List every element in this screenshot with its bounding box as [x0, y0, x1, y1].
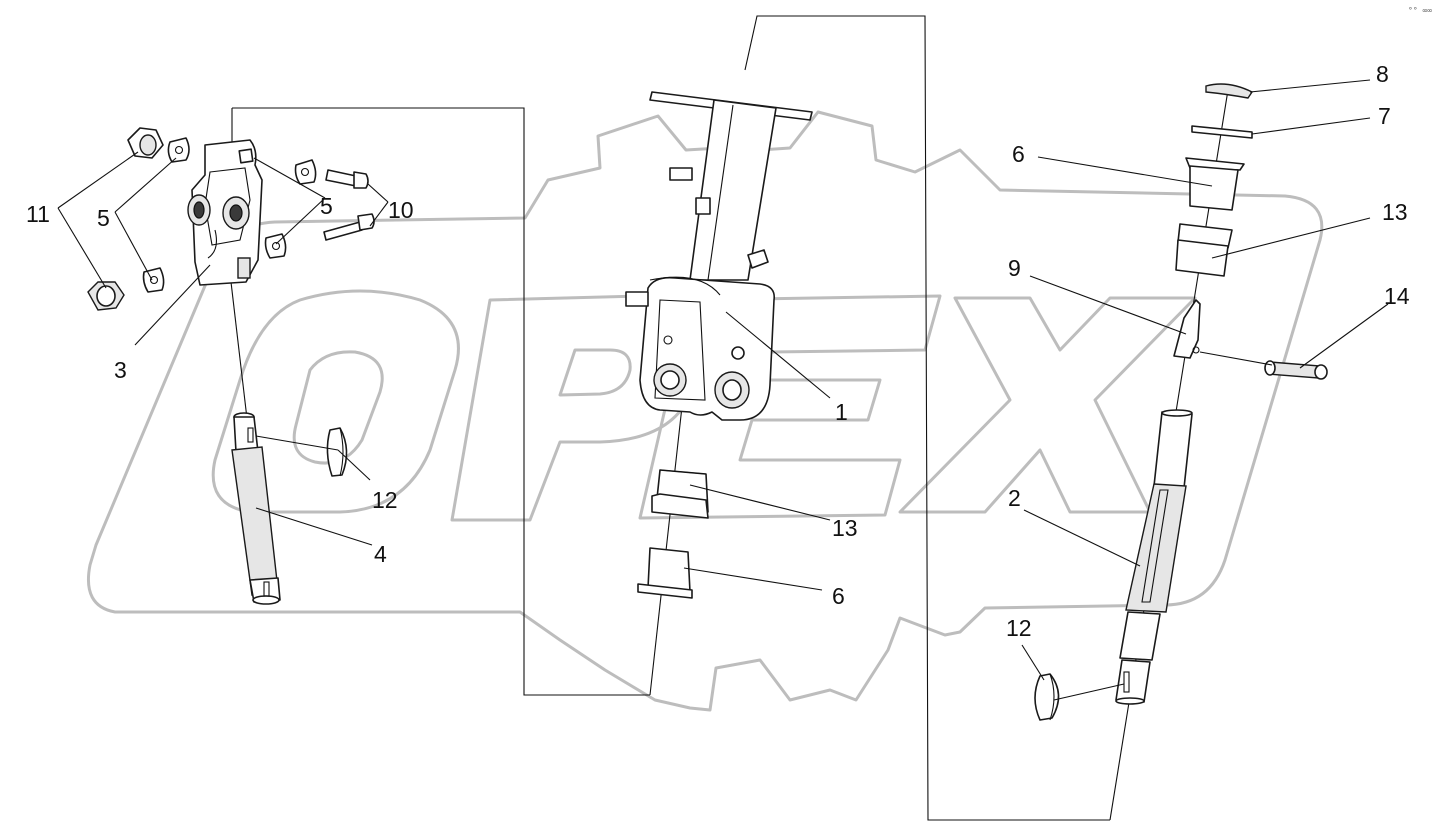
leader-4 — [255, 507, 373, 546]
universal-joint-3 — [187, 139, 263, 286]
callout-6-right: 6 — [1012, 141, 1025, 167]
callout-6-center: 6 — [832, 583, 845, 609]
column-tab-upper — [669, 167, 693, 181]
bushing-13-right — [1175, 223, 1233, 277]
callout-13-center: 13 — [832, 515, 858, 541]
corner-mark: °° ∞∞ — [1408, 6, 1432, 15]
washer-5-top — [167, 137, 190, 163]
watermark-letter-e — [638, 294, 942, 520]
nut-11-top — [127, 127, 164, 159]
leader-9 — [1029, 275, 1187, 335]
center-assembly — [625, 91, 813, 599]
bracket-1 — [625, 276, 776, 421]
callout-4: 4 — [374, 541, 387, 567]
callout-10: 10 — [388, 197, 414, 223]
leader-9-to-14 — [1199, 351, 1273, 366]
gear-outline — [86, 110, 1324, 712]
leader-11-lower — [57, 207, 107, 289]
left-assembly — [87, 127, 375, 605]
watermark-letter-o — [211, 289, 460, 514]
callout-13-right: 13 — [1382, 199, 1408, 225]
leader-12-right-b — [1053, 683, 1125, 701]
leader-5-right-b — [275, 197, 326, 245]
leader-12-right-a — [1021, 644, 1045, 681]
leader-14 — [1299, 303, 1389, 369]
shaft-2 — [1115, 409, 1193, 705]
callout-11: 11 — [26, 201, 50, 227]
callout-2: 2 — [1008, 485, 1021, 511]
washer-5-lower — [142, 267, 165, 293]
leader-2 — [1023, 509, 1141, 567]
bushing-6-center — [637, 547, 693, 599]
callout-12-left: 12 — [372, 487, 398, 513]
shaft-4 — [231, 412, 281, 605]
leader-8 — [1249, 79, 1371, 93]
bolt-10-lower — [323, 213, 375, 241]
nut-11-lower — [87, 281, 125, 311]
callout-1: 1 — [835, 399, 848, 425]
callout-14: 14 — [1384, 283, 1410, 309]
leader-10-top — [367, 183, 389, 203]
callout-12-right: 12 — [1006, 615, 1032, 641]
bolt-10-top — [325, 169, 369, 189]
callout-labels: 11 5 3 5 10 12 4 1 13 6 8 7 6 13 9 14 2 … — [26, 61, 1410, 641]
callout-5-right: 5 — [320, 193, 333, 219]
leader-6-right — [1037, 156, 1213, 187]
callout-3: 3 — [114, 357, 127, 383]
callout-8: 8 — [1376, 61, 1389, 87]
cap-8 — [1205, 83, 1254, 99]
pin-14 — [1264, 360, 1328, 380]
bushing-6-right — [1185, 157, 1245, 211]
washer-5-right — [294, 159, 317, 185]
bushing-13-center — [651, 469, 709, 519]
callout-5-left: 5 — [97, 205, 110, 231]
leader-12-left-b — [255, 435, 339, 451]
center-assembly-frame — [744, 15, 1110, 821]
lever-9 — [1173, 299, 1201, 359]
column-tube — [689, 99, 777, 281]
leader-12-left-a — [337, 449, 371, 481]
woodruff-key-12-left — [326, 427, 348, 477]
leader-10-lower — [369, 201, 389, 227]
right-assembly — [1034, 83, 1328, 721]
washer-7 — [1191, 125, 1253, 139]
leader-6-center — [683, 567, 823, 591]
leader-lines — [57, 79, 1389, 701]
leader-3 — [134, 264, 211, 346]
watermark-letter-x — [898, 296, 1197, 514]
leader-5-top — [114, 157, 177, 213]
left-assembly-frame — [232, 107, 650, 696]
column-tab-middle — [695, 197, 711, 215]
woodruff-key-12-right — [1034, 673, 1060, 721]
leader-11-top — [57, 151, 139, 209]
leader-13-center — [689, 484, 831, 521]
leader-5-right-a — [253, 157, 326, 199]
leader-7 — [1251, 117, 1371, 135]
leader-13-right — [1211, 217, 1371, 259]
callout-9: 9 — [1008, 255, 1021, 281]
column-tab-right — [747, 249, 769, 269]
leader-1 — [725, 311, 831, 399]
callout-7: 7 — [1378, 103, 1391, 129]
leader-5-lower — [114, 211, 153, 281]
